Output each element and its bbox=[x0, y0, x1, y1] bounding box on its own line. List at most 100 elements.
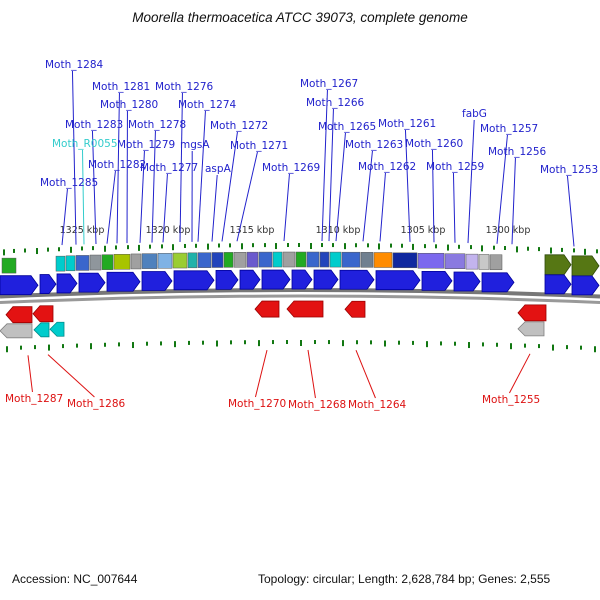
gene-arrow-forward[interactable] bbox=[339, 269, 375, 290]
gene-label: Moth_1287 bbox=[5, 393, 63, 405]
gene-arrow-forward[interactable] bbox=[571, 275, 600, 296]
gene-arrow-forward[interactable] bbox=[544, 274, 572, 295]
gene-arrow-forward[interactable] bbox=[261, 269, 291, 290]
tick-mark bbox=[435, 244, 437, 249]
gene-label: Moth_1257 bbox=[480, 123, 538, 135]
cog-gene-box[interactable] bbox=[489, 254, 503, 271]
gene-arrow-forward[interactable] bbox=[106, 271, 141, 292]
cog-gene-box[interactable] bbox=[113, 254, 131, 270]
cog-gene-box[interactable] bbox=[55, 255, 66, 272]
gene-arrow-forward[interactable] bbox=[453, 271, 481, 292]
gene-arrow-reverse[interactable] bbox=[49, 321, 65, 337]
tick-mark bbox=[314, 340, 316, 345]
gene-arrow-forward[interactable] bbox=[0, 275, 39, 296]
cog-gene-box[interactable] bbox=[89, 254, 102, 271]
gene-arrow-forward[interactable] bbox=[239, 269, 261, 290]
tick-mark bbox=[310, 243, 312, 250]
cog-gene-box[interactable] bbox=[141, 253, 158, 269]
cog-gene-box[interactable] bbox=[75, 255, 90, 271]
genome-backbone bbox=[0, 294, 600, 304]
gene-arrow-forward[interactable] bbox=[173, 270, 215, 291]
gene-arrow-forward[interactable] bbox=[215, 269, 239, 290]
gene-arrow-forward[interactable] bbox=[313, 269, 339, 290]
gene-arrow-reverse[interactable] bbox=[0, 323, 33, 339]
cog-gene-box[interactable] bbox=[211, 252, 224, 268]
gene-arrow-forward[interactable] bbox=[375, 270, 421, 291]
gene-label: Moth_1270 bbox=[228, 398, 286, 410]
tick-mark bbox=[132, 342, 134, 349]
cog-gene-box[interactable] bbox=[65, 255, 76, 272]
gene-arrow-reverse[interactable] bbox=[517, 321, 545, 337]
cog-gene-box[interactable] bbox=[246, 251, 259, 268]
cog-gene-box[interactable] bbox=[295, 251, 307, 268]
tick-mark bbox=[252, 243, 254, 248]
gene-arrow-forward[interactable] bbox=[481, 272, 515, 293]
leader-line bbox=[379, 172, 386, 242]
cog-gene-box[interactable] bbox=[478, 254, 490, 270]
cog-gene-box[interactable] bbox=[187, 252, 198, 269]
tick-mark bbox=[174, 341, 176, 348]
leader-line bbox=[197, 110, 206, 242]
tick-mark bbox=[244, 340, 246, 345]
cog-gene-box[interactable] bbox=[417, 252, 445, 269]
leader-line bbox=[151, 130, 156, 243]
cog-gene-box[interactable] bbox=[444, 253, 466, 269]
tick-mark bbox=[202, 340, 204, 345]
cog-gene-box[interactable] bbox=[465, 253, 479, 270]
tick-mark bbox=[328, 340, 330, 345]
cog-gene-box[interactable] bbox=[282, 251, 296, 268]
cog-gene-box[interactable] bbox=[329, 251, 342, 268]
cog-gene-box[interactable] bbox=[392, 252, 418, 269]
leader-line bbox=[404, 129, 411, 242]
tick-mark bbox=[596, 249, 598, 254]
gene-arrow-forward[interactable] bbox=[56, 273, 78, 294]
cog-gene-box[interactable] bbox=[1, 257, 17, 274]
gene-arrow-forward[interactable] bbox=[78, 272, 106, 293]
gene-label: mgsA bbox=[180, 139, 210, 151]
gene-arrow-reverse[interactable] bbox=[344, 300, 366, 318]
leader-line bbox=[355, 350, 376, 399]
tick-mark bbox=[524, 343, 526, 348]
cog-gene-box[interactable] bbox=[360, 252, 374, 268]
cog-gene-box[interactable] bbox=[101, 254, 114, 270]
tick-mark bbox=[287, 243, 289, 248]
gene-arrow-reverse[interactable] bbox=[517, 304, 547, 322]
cog-gene-box[interactable] bbox=[223, 252, 234, 268]
gene-label: aspA bbox=[205, 163, 232, 175]
gene-arrow-reverse[interactable] bbox=[33, 322, 50, 338]
cog-gene-box[interactable] bbox=[341, 251, 361, 268]
gene-arrow-forward[interactable] bbox=[544, 254, 572, 276]
tick-mark bbox=[48, 344, 50, 351]
cog-gene-box[interactable] bbox=[373, 252, 393, 268]
cog-gene-box[interactable] bbox=[233, 252, 247, 268]
gene-arrow-forward[interactable] bbox=[39, 274, 57, 294]
genome-backbone bbox=[0, 287, 600, 299]
cog-gene-box[interactable] bbox=[319, 251, 330, 268]
tick-mark bbox=[584, 248, 586, 255]
gene-arrow-reverse[interactable] bbox=[5, 306, 33, 324]
gene-arrow-reverse[interactable] bbox=[286, 300, 324, 318]
gene-arrow-forward[interactable] bbox=[421, 270, 453, 291]
tick-mark bbox=[138, 244, 140, 251]
leader-line bbox=[179, 92, 183, 243]
cog-gene-box[interactable] bbox=[157, 253, 173, 269]
tick-mark bbox=[216, 340, 218, 347]
cog-gene-box[interactable] bbox=[130, 253, 142, 270]
cog-gene-box[interactable] bbox=[197, 252, 212, 268]
gene-label: Moth_1256 bbox=[488, 146, 547, 158]
cog-gene-box[interactable] bbox=[258, 251, 273, 268]
cog-gene-box[interactable] bbox=[306, 251, 320, 268]
gene-arrow-forward[interactable] bbox=[291, 269, 313, 290]
gene-arrow-reverse[interactable] bbox=[254, 300, 280, 318]
cog-gene-box[interactable] bbox=[172, 252, 188, 269]
tick-mark bbox=[90, 343, 92, 350]
gene-arrow-forward[interactable] bbox=[141, 271, 173, 291]
cog-gene-box[interactable] bbox=[272, 251, 283, 268]
tick-mark bbox=[115, 245, 117, 250]
tick-mark bbox=[594, 346, 596, 353]
tick-mark bbox=[580, 345, 582, 350]
gene-arrow-forward[interactable] bbox=[571, 255, 600, 277]
gene-arrow-reverse[interactable] bbox=[32, 305, 54, 323]
tick-mark bbox=[401, 243, 403, 248]
tick-mark bbox=[6, 346, 8, 353]
